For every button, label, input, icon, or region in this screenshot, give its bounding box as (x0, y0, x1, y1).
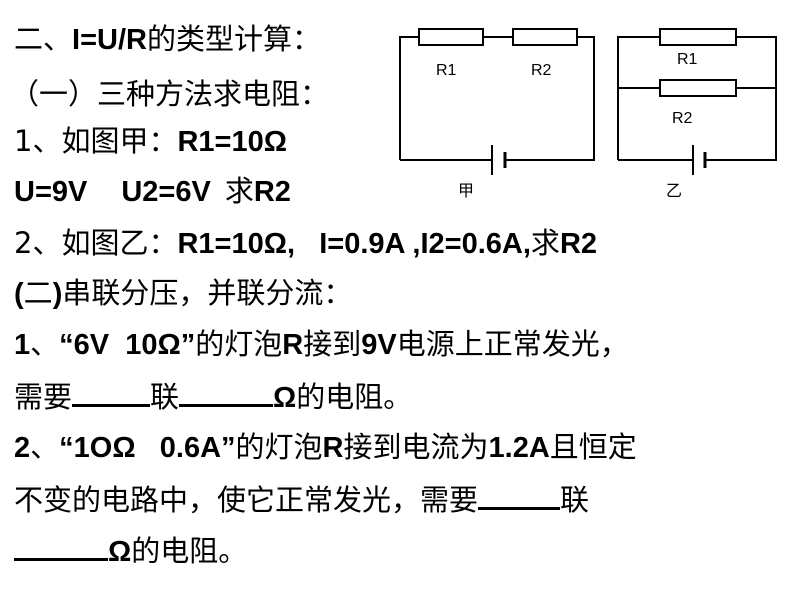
q1-r: R (282, 329, 304, 361)
diagram-yi (617, 28, 777, 175)
q1-end: 的电阻。 (296, 380, 413, 414)
problem2-target: R2 (559, 228, 598, 260)
problem1-ask: 求 (224, 174, 254, 208)
q2-text3: 且恒定 (549, 430, 637, 464)
problem1-line1: 1、如图甲：R1=10Ω (14, 124, 287, 159)
problem2-line: 2、如图乙：R1=10Ω, I=0.9A ,I2=0.6A,求R2 (14, 226, 597, 261)
q2-r: R (322, 432, 344, 464)
q2-blank-ohm[interactable] (14, 532, 108, 561)
q1-voltage: 9V (361, 329, 397, 361)
q2-line2-text: 不变的电路中，使它正常发光，需要 (14, 483, 479, 517)
q2-blank-type[interactable] (478, 481, 561, 510)
yi-top-right-wire (705, 36, 777, 161)
yi-top-wire (617, 36, 660, 160)
q1-blank-ohm[interactable] (179, 378, 274, 407)
q1-line2: 需要 联 Ω的电阻。 (14, 378, 412, 415)
section2-paren-close: ) (52, 278, 63, 310)
problem1-u: U=9V (14, 176, 88, 208)
q2-text2: 接到电流为 (343, 430, 489, 464)
section2-num: 二 (23, 276, 53, 310)
q1-num: 1 (14, 329, 31, 361)
q2-line3: Ω的电阻。 (14, 532, 247, 569)
heading-formula: I=U/R (72, 24, 147, 56)
q2-line2: 不变的电路中，使它正常发光，需要 联 (14, 481, 589, 517)
q2-omega: Ω (108, 536, 132, 568)
diagram-jia (399, 28, 595, 175)
q2-current: 1.2A (488, 432, 550, 464)
jia-r2-resistor (512, 28, 578, 46)
jia-r2-label: R2 (531, 62, 552, 79)
yi-r1-resistor (659, 28, 737, 46)
q1-sep: 、 (30, 327, 60, 361)
problem1-value: R1=10Ω (177, 126, 287, 158)
yi-caption: 乙 (666, 183, 682, 200)
heading-prefix: 二、 (14, 22, 73, 56)
q1-text3: 电源上正常发光， (396, 327, 629, 361)
q1-blank-type[interactable] (72, 378, 151, 407)
heading-suffix: 的类型计算： (146, 22, 321, 56)
problem1-target: R2 (253, 176, 291, 208)
q1-quote: “6V 10Ω” (59, 329, 196, 361)
q2-line1: 2、“1OΩ 0.6A”的灯泡R接到电流为1.2A且恒定 (14, 430, 637, 465)
q2-end: 的电阻。 (131, 534, 248, 568)
jia-r1-label: R1 (436, 62, 457, 79)
yi-r2-label: R2 (672, 110, 693, 127)
section1-title: （一）三种方法求电阻： (10, 77, 329, 111)
q2-join: 联 (560, 483, 590, 517)
problem2-ask: 求 (530, 226, 560, 260)
problem2-prefix: 2、如图乙： (14, 226, 178, 260)
section2-title: (二)串联分压，并联分流： (14, 276, 352, 311)
q2-quote: “1OΩ 0.6A” (59, 432, 236, 464)
heading: 二、I=U/R的类型计算： (14, 22, 321, 57)
problem1-line2: U=9V U2=6V 求R2 (14, 174, 291, 209)
jia-caption: 甲 (458, 183, 474, 200)
q1-text2: 接到 (303, 327, 362, 361)
q2-sep: 、 (30, 430, 60, 464)
yi-r2-resistor (659, 79, 737, 97)
q1-text1: 的灯泡 (195, 327, 283, 361)
q1-join: 联 (150, 380, 180, 414)
jia-wire (399, 36, 419, 160)
q1-omega: Ω (273, 382, 297, 414)
q1-need: 需要 (14, 380, 73, 414)
problem2-values: R1=10Ω, I=0.9A ,I2=0.6A, (177, 228, 531, 260)
jia-right-wire (505, 36, 595, 161)
section2-paren-open: ( (14, 278, 24, 310)
q2-num: 2 (14, 432, 31, 464)
jia-r1-resistor (418, 28, 484, 46)
q2-text1: 的灯泡 (235, 430, 323, 464)
section2-rest: 串联分压，并联分流： (62, 276, 353, 310)
problem1-prefix: 1、如图甲： (14, 124, 178, 158)
yi-r1-label: R1 (677, 51, 698, 68)
q1-line1: 1、“6V 10Ω”的灯泡R接到9V电源上正常发光， (14, 327, 629, 362)
section1-title-text: （一）三种方法求电阻： (10, 77, 330, 111)
problem1-u2: U2=6V (121, 176, 211, 208)
